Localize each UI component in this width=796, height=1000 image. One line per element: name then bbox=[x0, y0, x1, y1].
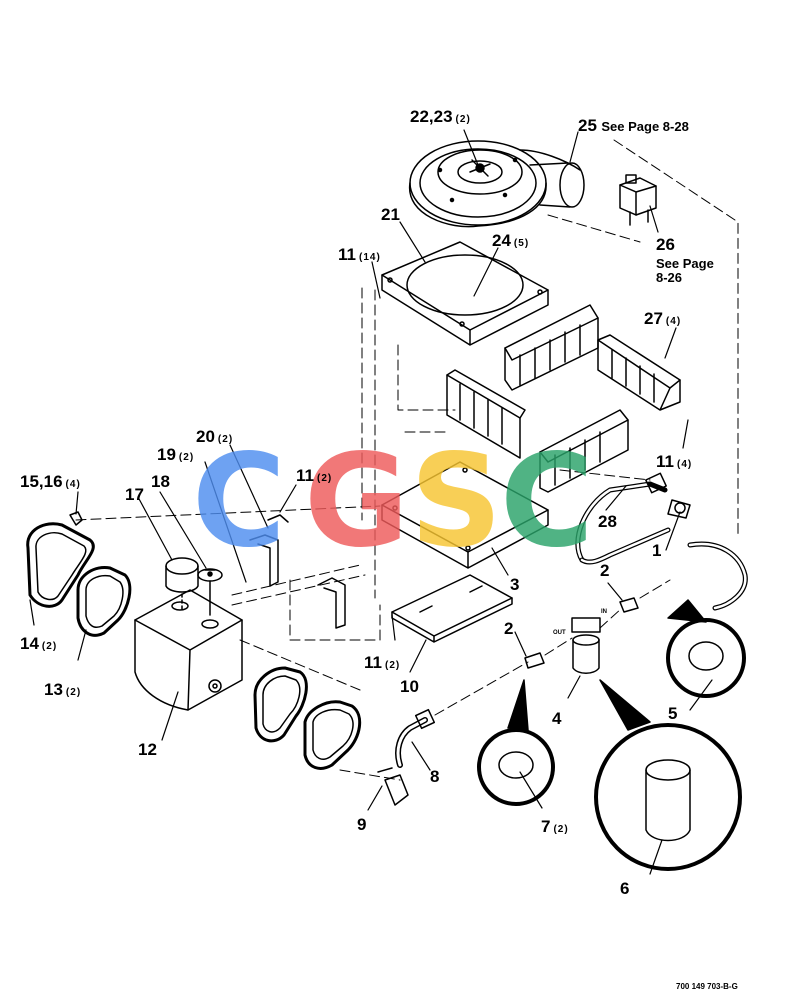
watermark-letter-c2: C bbox=[500, 427, 594, 576]
callout-13: 13(2) bbox=[44, 680, 82, 699]
callout-22-23: 22,23(2) bbox=[410, 107, 471, 126]
callout-25: 25 See Page 8-28 bbox=[578, 116, 689, 135]
callout-11-a: 11(14) bbox=[338, 245, 381, 264]
callout-15-16: 15,16(4) bbox=[20, 472, 81, 491]
top-plate bbox=[381, 241, 549, 346]
drawing-number: 700 149 703-B-G bbox=[676, 982, 738, 991]
leader-lines bbox=[29, 129, 713, 875]
heat-exchanger-panels bbox=[446, 304, 681, 493]
callout-24: 24(5) bbox=[492, 231, 530, 250]
detail-circles bbox=[477, 599, 746, 871]
filter-out-label: OUT bbox=[553, 630, 566, 636]
blower-assembly bbox=[409, 140, 585, 228]
tank-straps bbox=[26, 511, 362, 770]
callout-10: 10 bbox=[400, 677, 419, 696]
fuel-gauge bbox=[197, 568, 223, 616]
callout-1: 1 bbox=[652, 541, 662, 560]
callout-11-b: 11(4) bbox=[656, 452, 693, 471]
watermark-letter-s: S bbox=[410, 427, 503, 576]
callout-12: 12 bbox=[138, 740, 157, 759]
callout-8: 8 bbox=[430, 767, 440, 786]
callout-28: 28 bbox=[598, 512, 617, 531]
watermark-letter-g: G bbox=[304, 427, 410, 576]
callout-20: 20(2) bbox=[196, 427, 234, 446]
callout-9: 9 bbox=[357, 815, 367, 834]
callout-4: 4 bbox=[552, 709, 562, 728]
watermark-letter-c1: C bbox=[192, 427, 286, 576]
blower-motor-module bbox=[619, 174, 657, 226]
mounting-brackets bbox=[249, 514, 346, 629]
filler-cap bbox=[165, 557, 199, 611]
fuel-filter bbox=[571, 617, 601, 674]
callout-18: 18 bbox=[151, 472, 170, 491]
callout-26-note-1: See Page bbox=[656, 256, 714, 271]
callout-27: 27(4) bbox=[644, 309, 682, 328]
callout-17: 17 bbox=[125, 485, 144, 504]
callout-11-c: 11(2) bbox=[296, 466, 333, 485]
fittings bbox=[377, 499, 691, 806]
filter-in-label: IN bbox=[601, 609, 607, 615]
callout-26-note-2: 8-26 bbox=[656, 270, 683, 285]
cover-plate bbox=[391, 574, 513, 643]
callout-5: 5 bbox=[668, 704, 678, 723]
callout-26: 26 bbox=[656, 235, 675, 254]
callout-21: 21 bbox=[381, 205, 400, 224]
callout-6: 6 bbox=[620, 879, 630, 898]
fuel-tank bbox=[134, 589, 243, 711]
phantom-lines bbox=[75, 139, 739, 781]
callout-7: 7(2) bbox=[541, 817, 569, 836]
callout-3: 3 bbox=[510, 575, 520, 594]
callout-19: 19(2) bbox=[157, 445, 195, 464]
callout-11-d: 11(2) bbox=[364, 653, 401, 672]
callout-2-a: 2 bbox=[600, 561, 610, 580]
callout-14: 14(2) bbox=[20, 634, 58, 653]
callout-2-b: 2 bbox=[504, 619, 514, 638]
fuel-lines bbox=[395, 472, 748, 768]
